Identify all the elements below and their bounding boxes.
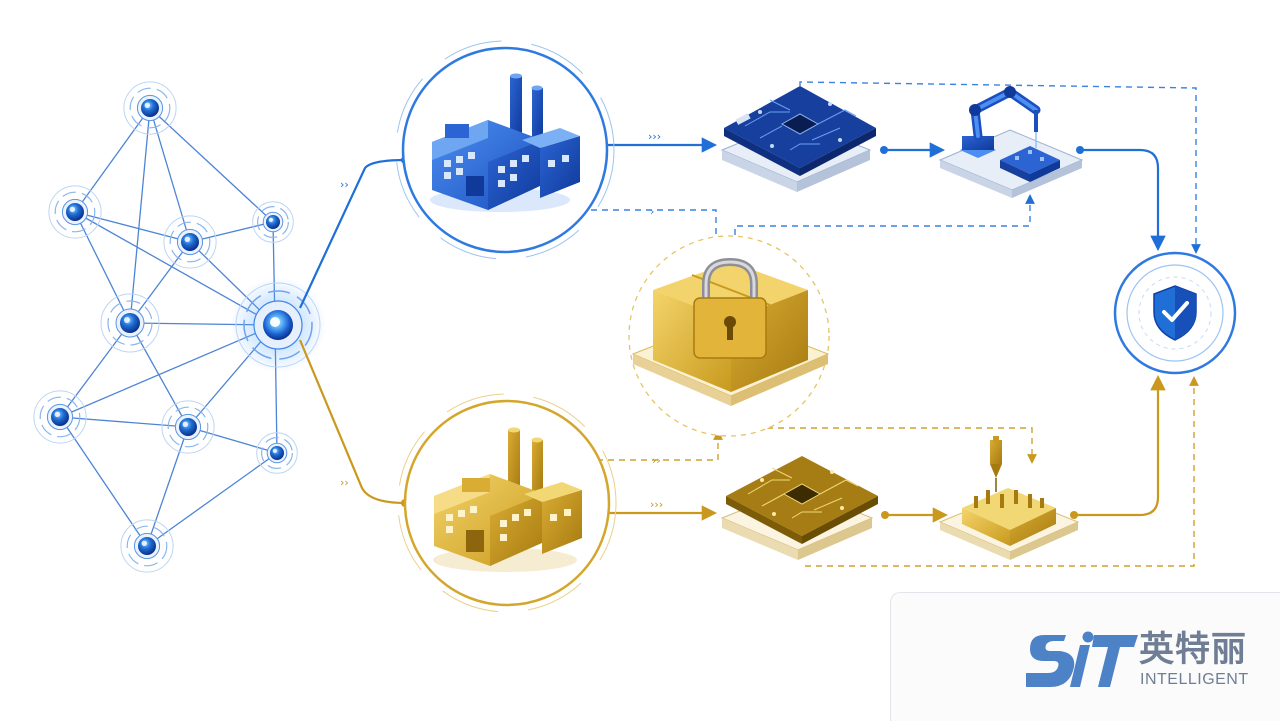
- network-node: [256, 432, 298, 474]
- svg-text:››: ››: [652, 454, 661, 467]
- chevron-markers: ››› ››› ›› ›› › ››: [340, 130, 663, 511]
- network-node: [252, 201, 294, 243]
- blue-dashed-lines: [580, 81, 1201, 254]
- network-node: [123, 81, 177, 135]
- vault-node: [628, 235, 830, 437]
- sit-logo-mark: [1026, 631, 1138, 687]
- assembly-machine-icon: [938, 436, 1080, 560]
- blue-flow-lines: [299, 137, 1166, 309]
- robot-arm-icon: [938, 86, 1084, 198]
- network-node: [161, 400, 215, 454]
- network-node: [48, 185, 102, 239]
- security-shield-node: [1113, 251, 1237, 375]
- robot-arm-node: [938, 86, 1084, 198]
- shield-check-icon: [1153, 285, 1197, 341]
- gold-factory-node: [397, 393, 617, 613]
- network-node: [120, 519, 174, 573]
- gold-flow-lines: [298, 339, 1166, 523]
- network-node: [100, 293, 160, 353]
- network-node: [163, 215, 217, 269]
- blue-factory-node: [395, 40, 615, 260]
- circuit-board-icon: [720, 86, 876, 192]
- network-hub-node: [230, 277, 326, 373]
- brand-logo-card: 英特丽 INTELLIGENT: [890, 592, 1280, 721]
- brand-cn-name: 英特丽: [1139, 630, 1248, 670]
- padlock-box-icon: [631, 257, 830, 406]
- factory-icon: [433, 427, 582, 572]
- gold-pcb-node: [720, 456, 878, 560]
- svg-text:›: ›: [650, 205, 654, 218]
- svg-text:›››: ›››: [648, 130, 661, 143]
- svg-text:›››: ›››: [650, 498, 663, 511]
- svg-text:››: ››: [340, 178, 349, 191]
- svg-text:››: ››: [340, 476, 349, 489]
- gold-assembly-node: [938, 436, 1080, 560]
- circuit-board-icon: [720, 456, 878, 560]
- network-node: [33, 390, 87, 444]
- factory-icon: [430, 73, 580, 212]
- brand-en-name: INTELLIGENT: [1140, 671, 1249, 688]
- network-graph-icon: [33, 81, 326, 573]
- gold-dashed-lines: [575, 376, 1199, 567]
- blue-pcb-node: [720, 86, 876, 192]
